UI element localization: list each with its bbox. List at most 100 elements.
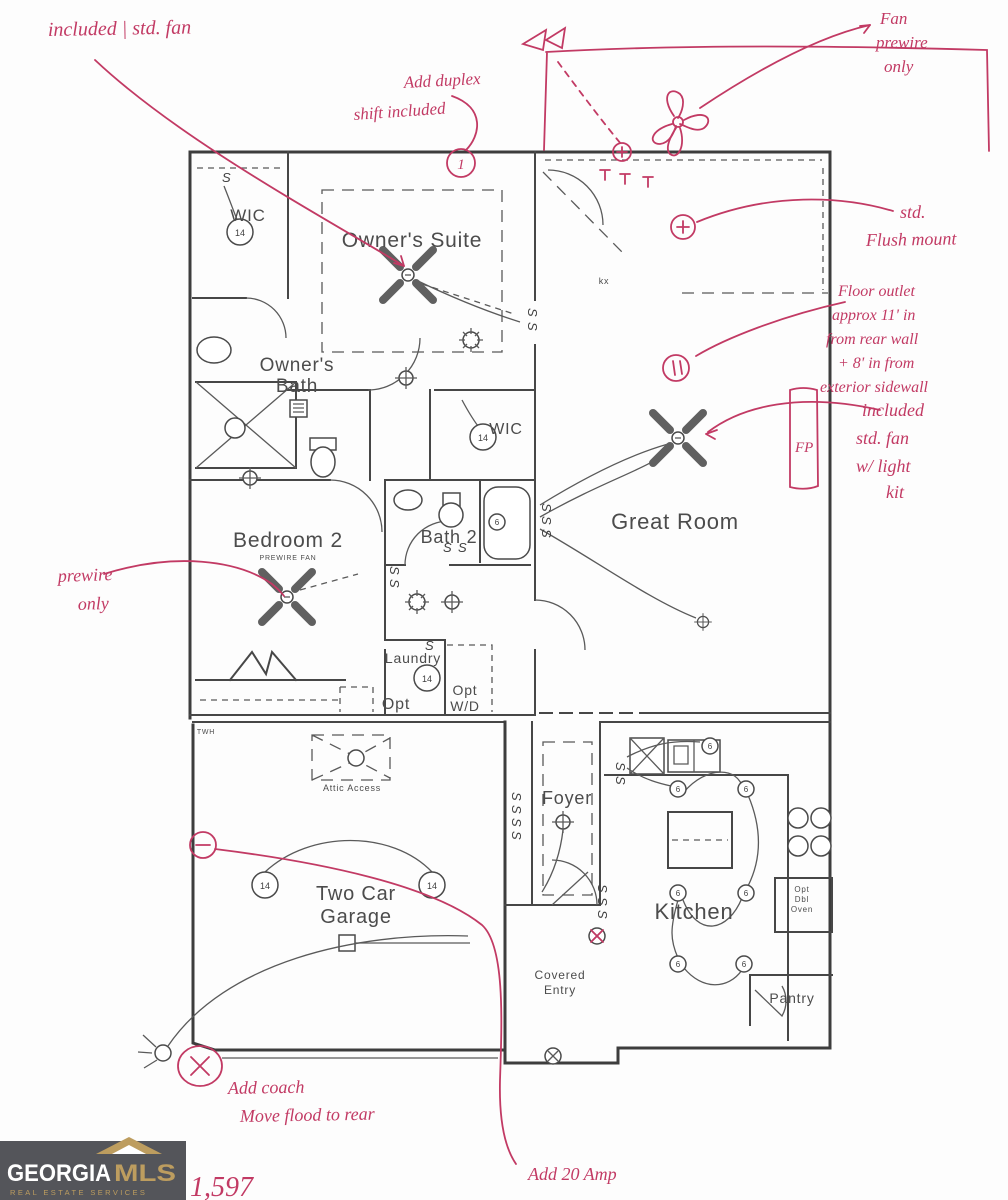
note-included-fan: included (862, 400, 925, 420)
can-light-14-wic2: 14 (469, 423, 497, 451)
label-bedroom2: Bedroom 2 (233, 529, 343, 552)
ceiling-light-icon-foyer (551, 810, 575, 834)
arrowhead (705, 429, 718, 440)
entry-light-icon (544, 1047, 562, 1065)
can-light-label: 14 (427, 881, 437, 891)
note-move-flood: Move flood to rear (239, 1104, 376, 1126)
switch-icon: S (425, 638, 434, 653)
sketched-fan-icon (651, 90, 710, 157)
note-included-fan: kit (886, 482, 905, 502)
switch-icon: S (387, 579, 402, 588)
note-add-20amp: Add 20 Amp (527, 1164, 617, 1184)
logo-text-mls: MLS (114, 1160, 176, 1187)
label-kitchen: Kitchen (655, 899, 734, 924)
label-wic1: WIC (230, 206, 265, 225)
label-bath2: Bath 2 (421, 527, 478, 547)
label-owners-bath: Owner's (260, 355, 335, 376)
flush-mount-mark-icon (670, 214, 696, 240)
label-pantry: Pantry (769, 990, 814, 1006)
switch-icon: S (458, 540, 467, 555)
note-included-fan: std. fan (856, 428, 909, 448)
can-light-14-laundry: 14 (413, 664, 441, 692)
note-fan-prewire: only (884, 57, 914, 76)
circled-one-icon (446, 148, 476, 178)
ceiling-fan-icon-great-room (653, 413, 703, 463)
plan-wiring (167, 185, 760, 1047)
note-floor-outlet: + 8' in from (838, 355, 914, 372)
recessed-label: 6 (708, 742, 713, 751)
switch-icon: S (595, 897, 610, 906)
recessed-label: 6 (744, 889, 749, 898)
label-great-room: Great Room (611, 509, 739, 534)
ceiling-light-icon-hall (440, 590, 464, 614)
note-add-coach: Add coach (227, 1077, 305, 1098)
ceiling-light-icon-hall2 (394, 366, 418, 390)
plan-walls (188, 150, 833, 1065)
note-std-flush: std. (900, 202, 926, 222)
fireplace-sketch (789, 387, 819, 490)
recessed-label: 6 (676, 960, 681, 969)
switch-icon: S (525, 308, 540, 317)
note-shift-included: shift included (353, 99, 447, 124)
patio-sketch (543, 45, 990, 152)
recessed-label: 6 (744, 785, 749, 794)
logo-tagline: REAL ESTATE SERVICES (10, 1188, 147, 1197)
note-sqft: 1,597 (190, 1172, 254, 1200)
switch-icon: S (595, 910, 610, 919)
switch-icon: S (222, 170, 231, 185)
label-covered-entry: Entry (544, 983, 576, 997)
switch-icons: S S S S S S S S S S S S S S S S S S S S (222, 170, 628, 919)
recessed-label: 6 (495, 518, 500, 527)
switch-icon: S (539, 516, 554, 525)
coach-light-x-mark (177, 1045, 223, 1087)
label-attic-access: Attic Access (323, 783, 381, 793)
label-opt-dbl-oven: Opt (794, 885, 809, 894)
switch-icon: S (387, 566, 402, 575)
floor-outlet-mark-icon (662, 354, 690, 382)
note-included-std-fan: included | std. fan (48, 17, 192, 41)
fan-light-icon-suite (459, 328, 483, 352)
switch-icon: S (613, 776, 628, 785)
note-floor-outlet: approx 11' in (832, 307, 915, 324)
arrowhead (393, 255, 405, 267)
switch-icon: S (525, 322, 540, 331)
can-light-14-wic1: 14 (226, 218, 254, 246)
can-light-label: 14 (235, 228, 245, 238)
note-floor-outlet: Floor outlet (837, 283, 915, 300)
room-labels: WIC Owner's Suite Owner's Bath WIC Bedro… (197, 206, 814, 1006)
label-opt-dbl-oven: Dbl (795, 895, 809, 904)
garage-outlet-mark-icon (189, 831, 217, 859)
label-covered-entry: Covered (535, 968, 586, 982)
relocated-switch-marks (599, 169, 654, 188)
recessed-label: 6 (742, 960, 747, 969)
label-owners-bath: Bath (276, 376, 318, 397)
note-add-duplex: Add duplex (402, 69, 481, 92)
label-garage: Garage (320, 906, 392, 928)
label-twh: TWH (197, 729, 215, 736)
switch-icon: S (595, 884, 610, 893)
label-wic2: WIC (489, 421, 523, 438)
logo-text-georgia: GEORGIA (7, 1160, 111, 1187)
switch-icon: S (443, 540, 452, 555)
ceiling-light-icon-bath (238, 466, 262, 490)
switch-icon: S (539, 503, 554, 512)
entry-outlet-x-mark (590, 929, 604, 943)
label-opt-closet: Opt (382, 696, 410, 713)
circled-one-label: 1 (457, 157, 465, 173)
switch-icon: S (613, 762, 628, 771)
recessed-light-icons: 6 6 6 6 6 6 6 6 (488, 513, 755, 973)
label-kx: kx (599, 276, 610, 286)
recessed-label: 6 (676, 889, 681, 898)
recessed-label: 6 (676, 785, 681, 794)
can-light-label: 14 (260, 881, 270, 891)
label-owners-suite: Owner's Suite (342, 229, 482, 252)
note-flush-mount: Flush mount (865, 228, 958, 250)
label-foyer: Foyer (542, 788, 592, 808)
switch-icon: S (539, 529, 554, 538)
note-floor-outlet: from rear wall (826, 331, 919, 348)
note-prewire-only: prewire (55, 564, 112, 586)
label-laundry: Laundry (385, 650, 441, 666)
switch-icon: S (509, 792, 524, 801)
